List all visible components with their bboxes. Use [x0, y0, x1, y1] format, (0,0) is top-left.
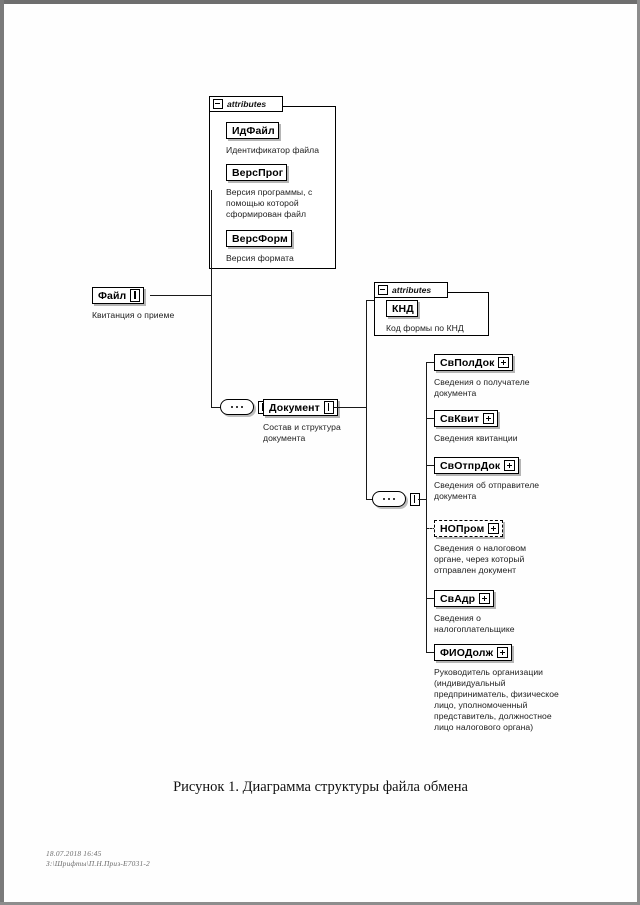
element-node-noprom[interactable]: НОПром: [434, 520, 504, 537]
attribute-node-idfile-label: ИдФайл: [232, 124, 275, 137]
schema-diagram: attributes ИдФайл Идентификатор файла Ве…: [4, 4, 637, 764]
plus-box-icon[interactable]: [488, 523, 500, 534]
element-node-document-label: Документ: [269, 401, 320, 414]
connector-child-1: [426, 362, 435, 363]
connector-file-to-seq: [211, 407, 222, 408]
attribute-node-idfile[interactable]: ИдФайл: [226, 122, 279, 139]
plus-box-icon[interactable]: [498, 357, 510, 368]
page-sheet: attributes ИдФайл Идентификатор файла Ве…: [4, 4, 637, 902]
root-node-file-desc: Квитанция о приеме: [92, 310, 175, 320]
attribute-node-versform[interactable]: ВерсФорм: [226, 230, 292, 247]
sequence-dot: [230, 405, 234, 409]
connector-document-down: [366, 407, 367, 500]
plus-box-icon[interactable]: [504, 460, 516, 471]
element-node-fiodolzh[interactable]: ФИОДолж: [434, 644, 513, 661]
element-node-svkvit-label: СвКвит: [440, 412, 480, 425]
minus-box-icon[interactable]: [213, 99, 223, 109]
element-node-fiodolzh-label: ФИОДолж: [440, 646, 494, 659]
element-desc-noprom: Сведения о налоговом органе, через котор…: [434, 543, 527, 575]
sequence-dot: [387, 497, 391, 501]
element-desc-svotprdok: Сведения об отправителе документа: [434, 480, 540, 501]
connector-child-2: [426, 418, 435, 419]
element-node-svotprdok[interactable]: СвОтпрДок: [434, 457, 520, 474]
connector-child-6: [426, 652, 435, 653]
attribute-node-versform-label: ВерсФорм: [232, 232, 288, 245]
plus-box-icon[interactable]: [483, 413, 495, 424]
footer-path: З:\Шрифты\П.Н.Приз-Е7031-2: [46, 859, 150, 868]
connector-children-trunk: [426, 362, 427, 652]
element-node-svotprdok-label: СвОтпрДок: [440, 459, 501, 472]
connector-document-to-seq2: [366, 499, 375, 500]
attribute-desc-idfile: Идентификатор файла: [226, 145, 320, 155]
element-node-svadr-label: СвАдр: [440, 592, 476, 605]
footer-timestamp: 18.07.2018 16:45: [46, 849, 102, 858]
sequence-compositor-2[interactable]: [372, 491, 420, 507]
attributes-group-file-label: attributes: [227, 99, 267, 109]
connector-child-3: [426, 465, 435, 466]
page-edge-top: [0, 0, 640, 4]
element-node-document[interactable]: Документ: [263, 399, 338, 416]
connector-file-vertical: [211, 190, 212, 296]
figure-caption: Рисунок 1. Диаграмма структуры файла обм…: [173, 779, 468, 795]
element-node-svpoldok[interactable]: СвПолДок: [434, 354, 514, 371]
page-edge-right: [637, 0, 640, 905]
element-node-svadr[interactable]: СвАдр: [434, 590, 495, 607]
attributes-group-document-label: attributes: [392, 285, 432, 295]
minus-box-icon[interactable]: [378, 285, 388, 295]
page-edge-left: [0, 0, 4, 905]
element-desc-svkvit: Сведения квитанции: [434, 433, 518, 443]
attribute-node-knd[interactable]: КНД: [386, 300, 418, 317]
attribute-node-knd-label: КНД: [392, 302, 414, 315]
connector-child-5: [426, 598, 435, 599]
element-desc-fiodolzh: Руководитель организации (индивидуальный…: [434, 667, 559, 732]
plus-box-icon[interactable]: [479, 593, 491, 604]
element-desc-svpoldok: Сведения о получателе документа: [434, 377, 530, 398]
plus-box-icon[interactable]: [497, 647, 509, 658]
attribute-node-versprog-label: ВерсПрог: [232, 166, 284, 179]
attribute-desc-versform: Версия формата: [226, 253, 294, 263]
connector-file-trunk: [150, 295, 212, 296]
sequence-compositor-1[interactable]: [220, 399, 268, 415]
page-footer: 18.07.2018 16:45 З:\Шрифты\П.Н.Приз-Е703…: [46, 849, 446, 869]
sequence-stub-icon[interactable]: [130, 289, 141, 302]
element-node-noprom-label: НОПром: [440, 522, 485, 535]
sequence-dot: [240, 405, 244, 409]
page-edge-bottom: [0, 902, 640, 905]
connector-document-up: [366, 300, 367, 408]
element-node-document-desc: Состав и структура документа: [263, 422, 341, 443]
attribute-desc-versprog: Версия программы, с помощью которой сфор…: [226, 187, 313, 219]
connector-seq2-branch: [418, 499, 427, 500]
sequence-dot: [392, 497, 396, 501]
attribute-desc-knd: Код формы по КНД: [386, 323, 464, 333]
sequence-icon[interactable]: [220, 399, 254, 415]
attributes-group-file-header[interactable]: attributes: [209, 96, 283, 112]
sequence-icon[interactable]: [372, 491, 406, 507]
connector-document-to-attrs: [366, 300, 374, 301]
sequence-dot: [235, 405, 239, 409]
sequence-dot: [382, 497, 386, 501]
element-node-svkvit[interactable]: СвКвит: [434, 410, 499, 427]
connector-document-trunk: [334, 407, 367, 408]
root-node-file-label: Файл: [98, 289, 127, 302]
root-node-file[interactable]: Файл: [92, 287, 145, 304]
connector-child-4: [426, 528, 436, 529]
attribute-node-versprog[interactable]: ВерсПрог: [226, 164, 288, 181]
attributes-group-document-header[interactable]: attributes: [374, 282, 448, 298]
sequence-stub-icon[interactable]: [323, 401, 334, 414]
connector-file-down: [211, 295, 212, 408]
element-node-svpoldok-label: СвПолДок: [440, 356, 495, 369]
element-desc-svadr: Сведения о налогоплательщике: [434, 613, 515, 634]
